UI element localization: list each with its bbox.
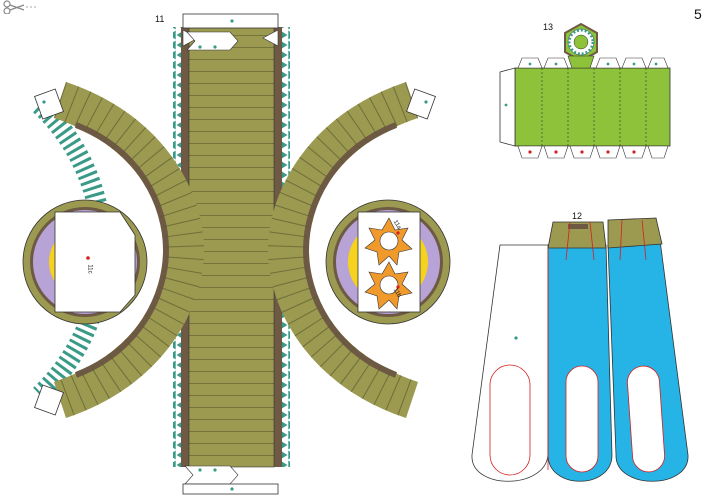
piece-13-label: 13 <box>543 22 554 32</box>
star-upper <box>364 217 413 266</box>
piece-12-sleeves <box>471 217 689 482</box>
page-number: 5 <box>694 6 702 22</box>
piece-11-label: 11 <box>155 14 165 24</box>
hexagon-cap <box>564 22 598 69</box>
star-lower <box>364 261 413 310</box>
piece-13-box <box>499 22 671 159</box>
piece-12-label: 12 <box>572 211 583 221</box>
piece-11ab-disk <box>325 199 451 325</box>
scissors-icon <box>3 0 36 14</box>
piece-11-right-arc <box>267 81 436 419</box>
piece-11c-disk <box>22 199 148 325</box>
label-11c: 11c <box>86 264 93 274</box>
